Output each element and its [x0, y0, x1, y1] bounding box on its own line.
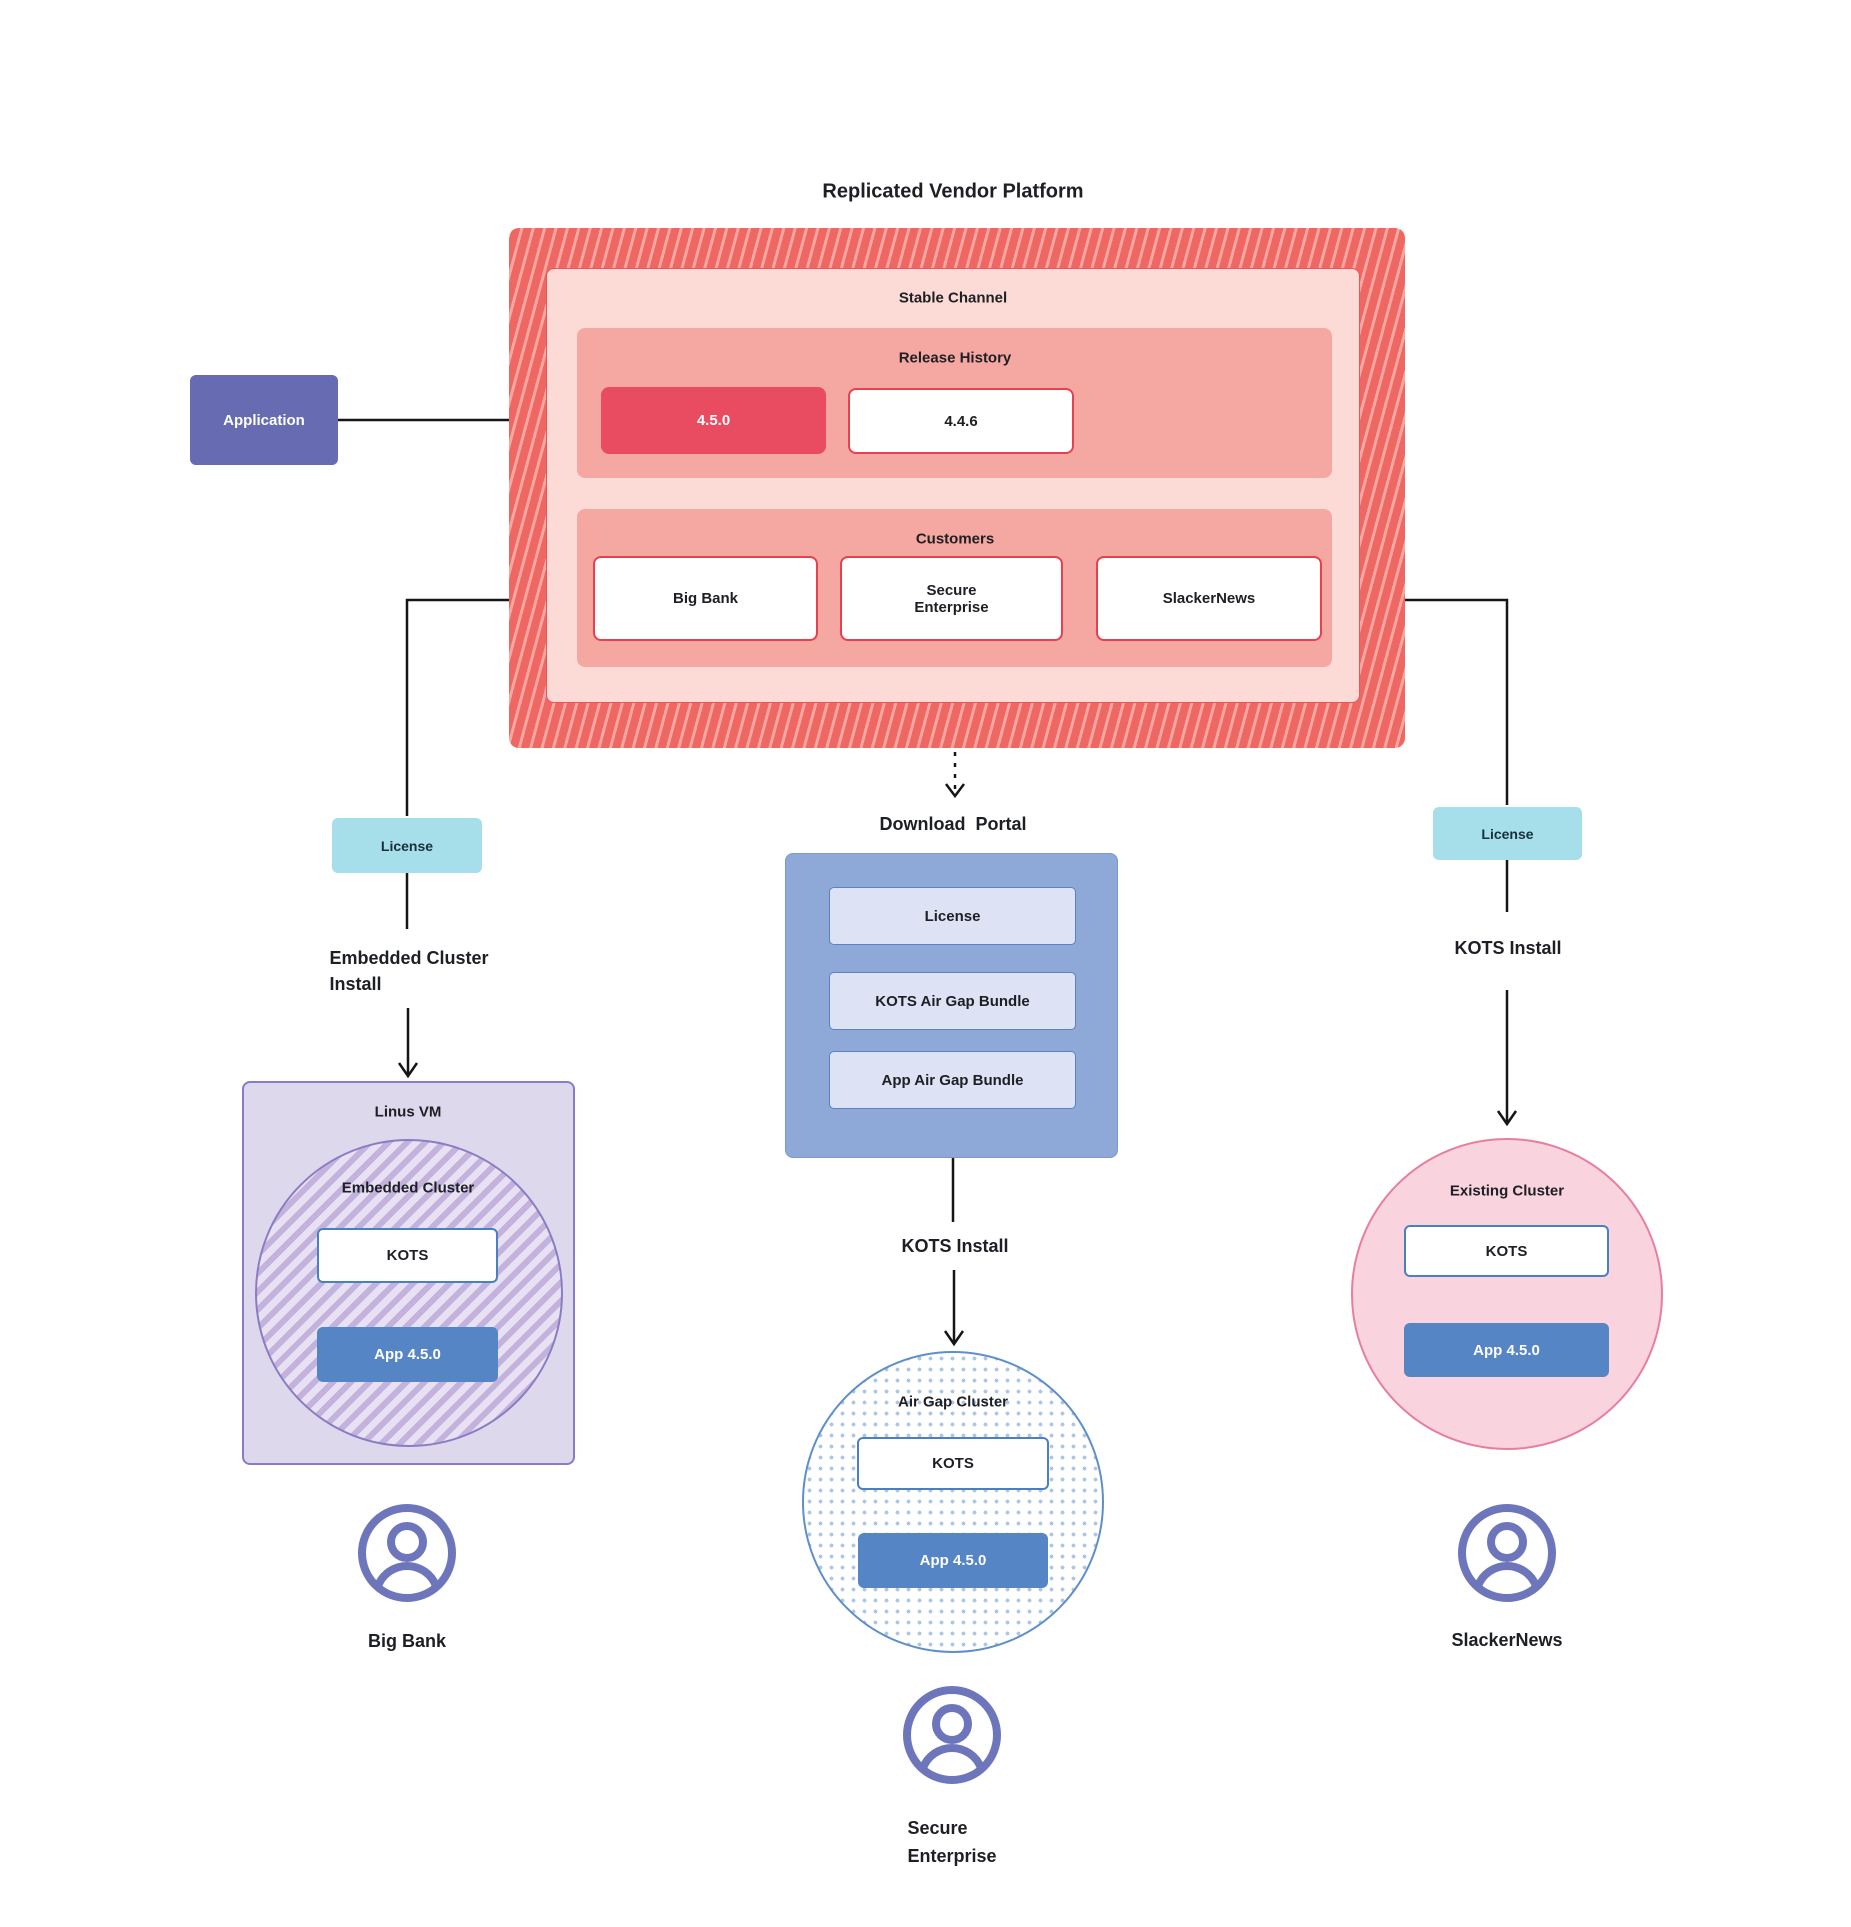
big-bank-user-icon	[358, 1504, 456, 1602]
air-gap-cluster-circle	[802, 1351, 1104, 1653]
download-portal-label: Download Portal	[879, 813, 1027, 834]
arrowhead-airgap	[943, 1330, 965, 1347]
existing-cluster-circle	[1351, 1138, 1663, 1450]
kots-box-left: KOTS	[317, 1228, 498, 1283]
secure-enterprise-user-icon	[903, 1686, 1001, 1784]
kots-box-mid: KOTS	[857, 1437, 1049, 1490]
kots-box-right: KOTS	[1404, 1225, 1609, 1277]
app-box-mid: App 4.5.0	[858, 1533, 1048, 1588]
customers-label: Customers	[915, 530, 995, 548]
slackernews-user-icon	[1458, 1504, 1556, 1602]
big-bank-user-label: Big Bank	[367, 1631, 447, 1652]
app-box-left: App 4.5.0	[317, 1327, 498, 1382]
air-gap-cluster-label: Air Gap Cluster	[897, 1393, 1009, 1411]
secure-enterprise-user-label: Secure Enterprise	[907, 1818, 997, 1866]
customer-big-bank: Big Bank	[593, 556, 818, 641]
portal-item-license: License	[829, 887, 1076, 945]
portal-item-app-bundle: App Air Gap Bundle	[829, 1051, 1076, 1109]
application-box: Application	[190, 375, 338, 465]
existing-cluster-label: Existing Cluster	[1449, 1182, 1565, 1200]
kots-install-label-mid: KOTS Install	[901, 1235, 1009, 1256]
arrowhead-existing	[1496, 1110, 1518, 1127]
customer-slackernews: SlackerNews	[1096, 556, 1322, 641]
arrowhead-vm	[397, 1062, 419, 1079]
release-4-4-6: 4.4.6	[848, 388, 1074, 454]
embedded-cluster-circle	[255, 1139, 563, 1447]
app-box-right: App 4.5.0	[1404, 1323, 1609, 1377]
license-chip-right: License	[1433, 807, 1582, 860]
release-history-label: Release History	[898, 349, 1012, 367]
release-4-5-0: 4.5.0	[601, 387, 826, 454]
embedded-cluster-install-label: Embedded Cluster Install	[329, 947, 489, 994]
linus-vm-label: Linus VM	[374, 1103, 442, 1121]
kots-install-label-right: KOTS Install	[1454, 937, 1562, 958]
embedded-cluster-label: Embedded Cluster	[341, 1179, 475, 1197]
license-chip-left: License	[332, 818, 482, 873]
stable-channel-label: Stable Channel	[898, 289, 1008, 307]
portal-item-kots-bundle: KOTS Air Gap Bundle	[829, 972, 1076, 1030]
arrowhead-portal	[945, 783, 965, 799]
slackernews-user-label: SlackerNews	[1451, 1630, 1563, 1651]
page-title: Replicated Vendor Platform	[822, 180, 1084, 203]
customer-secure-enterprise: Secure Enterprise	[840, 556, 1063, 641]
